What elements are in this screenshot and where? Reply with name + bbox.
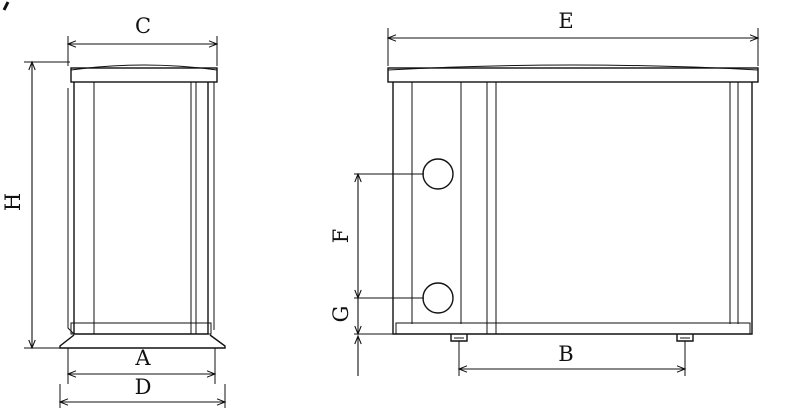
front-base-plate (395, 322, 751, 335)
dimension-e: E (386, 9, 760, 66)
water-inlet-circle (422, 282, 454, 314)
dimension-d: D (58, 375, 227, 408)
label-a: A (134, 346, 151, 370)
front-view (387, 64, 759, 342)
side-foot (59, 334, 226, 349)
dimension-b: B (457, 341, 687, 376)
label-b: B (558, 342, 573, 366)
side-lid (70, 67, 218, 83)
dimension-f: F (329, 172, 424, 300)
front-body (392, 82, 753, 335)
side-base-plate (70, 322, 212, 335)
label-f: F (329, 229, 353, 244)
dimension-c: C (66, 14, 219, 66)
label-d: D (135, 375, 152, 399)
dimension-g: G (329, 298, 394, 376)
label-h: H (1, 193, 25, 211)
side-body-edge (67, 88, 75, 335)
side-view (59, 64, 226, 349)
label-e: E (558, 9, 573, 33)
corner-mark (2, 1, 10, 11)
front-lid-curve (387, 64, 759, 71)
water-outlet-circle (422, 158, 454, 190)
label-c: C (135, 14, 151, 38)
dimension-a: A (66, 346, 217, 384)
dimension-h: H (1, 60, 70, 350)
side-lid-curve (70, 64, 218, 71)
front-lid (387, 67, 759, 83)
label-g: G (329, 306, 353, 323)
